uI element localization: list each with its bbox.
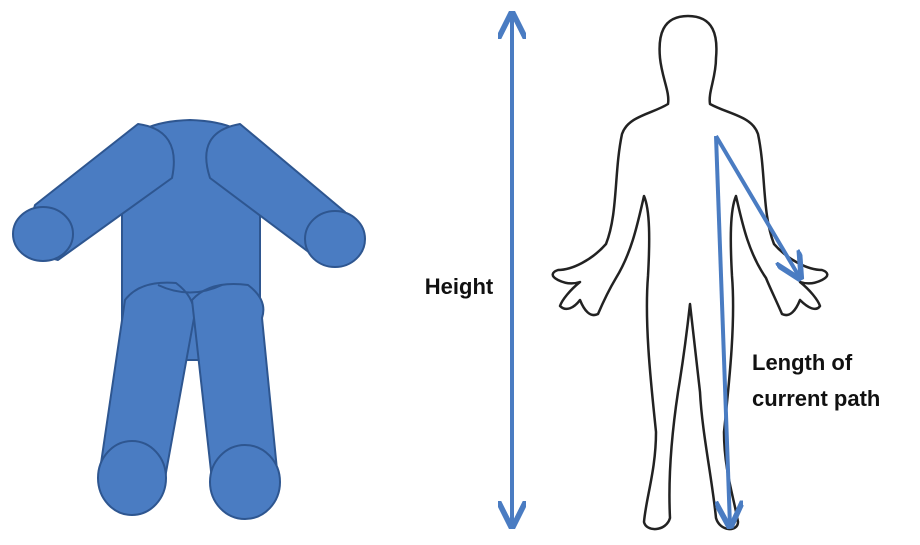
- current-path-label-line1: Length of: [752, 350, 853, 375]
- cylinder-body-model: [13, 120, 365, 519]
- right-arm-end-cap: [305, 211, 365, 267]
- current-path-leg-arrow: [716, 136, 730, 526]
- current-path-label-line2: current path: [752, 386, 880, 411]
- height-label: Height: [425, 274, 494, 299]
- left-leg-end-cap: [98, 441, 166, 515]
- human-outline: [553, 16, 828, 529]
- right-leg-end-cap: [210, 445, 280, 519]
- current-path-arm-arrow: [716, 136, 800, 278]
- left-arm-end-cap: [13, 207, 73, 261]
